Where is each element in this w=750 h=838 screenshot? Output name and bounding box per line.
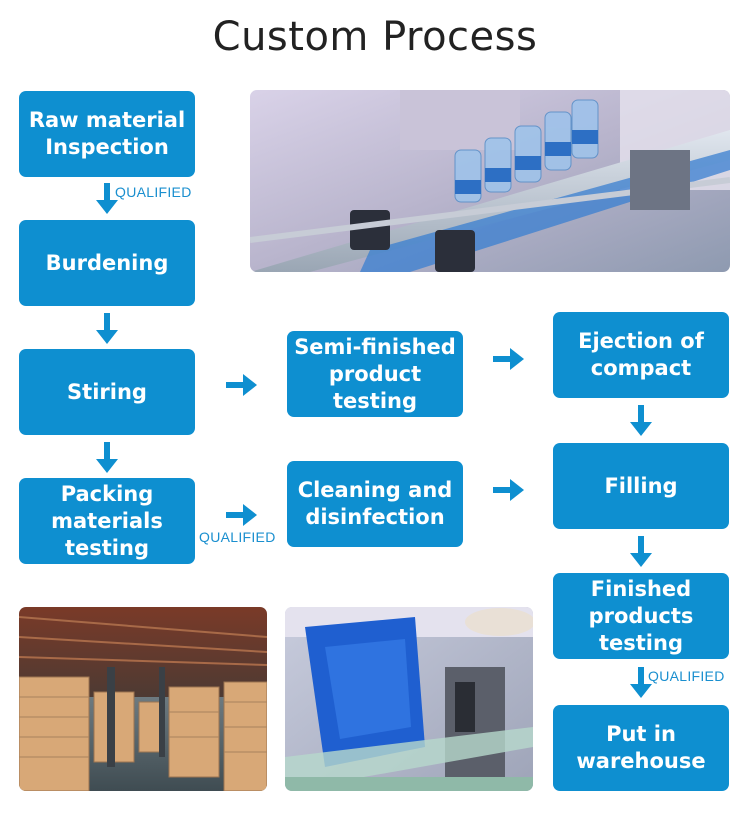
- arrow-right-icon: [226, 374, 258, 396]
- arrow-down-icon: [630, 405, 652, 437]
- step-cleaning-and-disinfection: Cleaning and disinfection: [287, 461, 463, 547]
- step-raw-material-inspection: Raw material Inspection: [19, 91, 195, 177]
- arrow-down-icon: [630, 536, 652, 568]
- bottling-line-photo: [250, 90, 730, 272]
- qualified-label: QUALIFIED: [115, 184, 192, 200]
- step-packing-materials-testing: Packing materials testing: [19, 478, 195, 564]
- step-burdening: Burdening: [19, 220, 195, 306]
- arrow-right-icon: [226, 504, 258, 526]
- arrow-down-icon: [96, 183, 118, 215]
- arrow-right-icon: [493, 348, 525, 370]
- step-filling: Filling: [553, 443, 729, 529]
- warehouse-boxes-photo: [19, 607, 267, 791]
- arrow-down-icon: [96, 313, 118, 345]
- step-stiring: Stiring: [19, 349, 195, 435]
- arrow-right-icon: [493, 479, 525, 501]
- qualified-label: QUALIFIED: [199, 529, 276, 545]
- page-title: Custom Process: [212, 14, 538, 60]
- arrow-down-icon: [96, 442, 118, 474]
- conveyor-machine-photo: [285, 607, 533, 791]
- step-put-in-warehouse: Put in warehouse: [553, 705, 729, 791]
- arrow-down-icon: [630, 667, 652, 699]
- step-semi-finished-product-testing: Semi-finished product testing: [287, 331, 463, 417]
- step-finished-products-testing: Finished products testing: [553, 573, 729, 659]
- qualified-label: QUALIFIED: [648, 668, 725, 684]
- step-ejection-of-compact: Ejection of compact: [553, 312, 729, 398]
